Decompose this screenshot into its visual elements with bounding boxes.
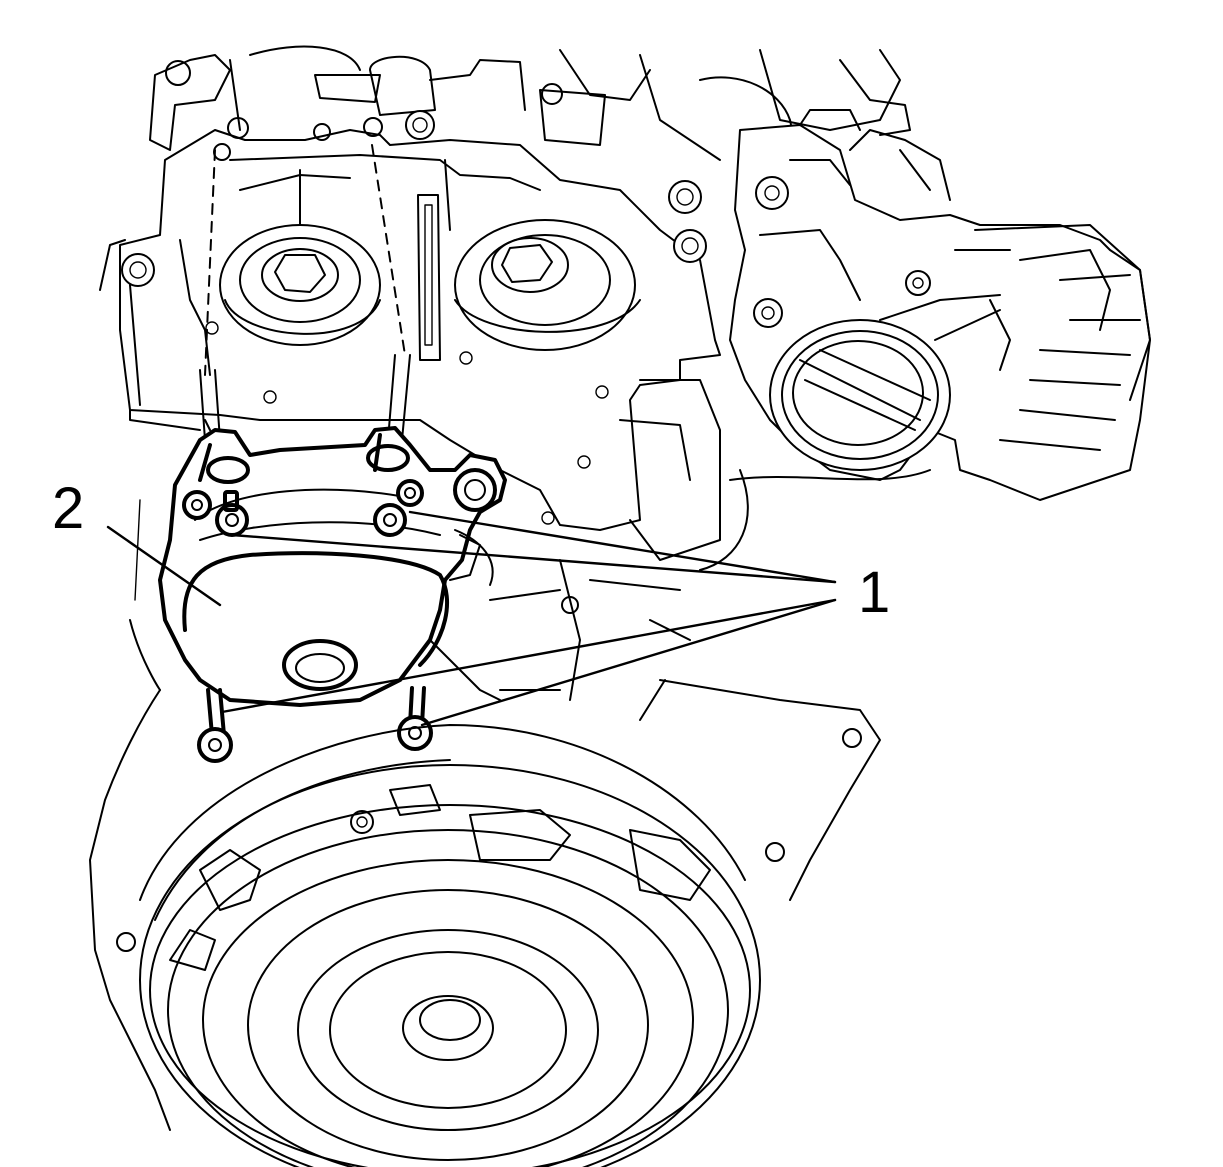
leader-2	[106, 525, 222, 607]
leader-1-b	[408, 510, 837, 584]
engine-block	[99, 45, 911, 601]
callout-1-label: 1	[858, 560, 890, 625]
cover-bolts	[121, 110, 707, 287]
leader-lines	[106, 510, 837, 727]
leader-1-d	[420, 598, 837, 727]
callout-2-label: 2	[52, 476, 84, 541]
throttle-body	[699, 109, 1151, 571]
crank-pulley	[89, 559, 881, 1167]
leader-1-a	[230, 533, 837, 584]
pump-bolts-lower	[197, 686, 433, 763]
leader-1-c	[220, 598, 837, 714]
stud-centerlines	[199, 144, 411, 441]
